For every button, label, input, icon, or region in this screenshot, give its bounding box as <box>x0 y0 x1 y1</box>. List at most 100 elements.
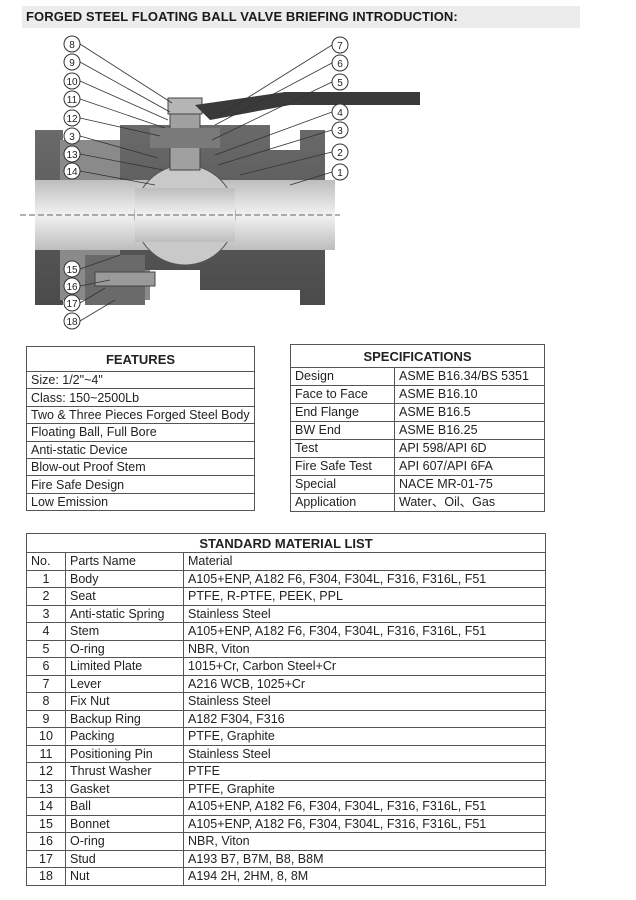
part-name: Seat <box>65 587 184 606</box>
callout-3l: 3 <box>69 132 75 143</box>
spec-value: NACE MR-01-75 <box>394 475 545 494</box>
part-number: 7 <box>26 674 66 693</box>
part-material: PTFE, R-PTFE, PEEK, PPL <box>183 587 546 606</box>
part-name: Fix Nut <box>65 692 184 711</box>
callout-17: 17 <box>66 299 78 310</box>
part-name: Anti-static Spring <box>65 604 184 623</box>
part-material: 1015+Cr, Carbon Steel+Cr <box>183 657 546 676</box>
part-material: PTFE, Graphite <box>183 779 546 798</box>
part-material: A194 2H, 2HM, 8, 8M <box>183 867 546 886</box>
column-header-parts-name: Parts Name <box>65 552 184 571</box>
callout-4: 4 <box>337 108 343 119</box>
callout-18: 18 <box>66 317 78 328</box>
callout-1: 1 <box>337 168 343 179</box>
part-number: 13 <box>26 779 66 798</box>
spec-key: Fire Safe Test <box>290 457 395 476</box>
part-number: 1 <box>26 569 66 588</box>
part-number: 3 <box>26 604 66 623</box>
feature-item: Low Emission <box>26 492 255 512</box>
callouts-left <box>79 43 173 322</box>
part-number: 8 <box>26 692 66 711</box>
part-name: Backup Ring <box>65 709 184 728</box>
spec-value: API 607/API 6FA <box>394 457 545 476</box>
part-number: 9 <box>26 709 66 728</box>
material-header-row: No. Parts Name Material <box>26 552 546 571</box>
part-material: A193 B7, B7M, B8, B8M <box>183 849 546 868</box>
column-header-material: Material <box>183 552 546 571</box>
callout-10: 10 <box>66 77 78 88</box>
part-material: A105+ENP, A182 F6, F304, F304L, F316, F3… <box>183 569 546 588</box>
feature-item: Anti-static Device <box>26 440 255 459</box>
spec-key: Special <box>290 475 395 494</box>
feature-item: Class: 150~2500Lb <box>26 388 255 407</box>
part-name: Thrust Washer <box>65 762 184 781</box>
feature-item: Blow-out Proof Stem <box>26 457 255 477</box>
callout-7: 7 <box>337 41 343 52</box>
part-name: Limited Plate <box>65 657 184 676</box>
feature-item: Two & Three Pieces Forged Steel Body <box>26 405 255 425</box>
callout-16: 16 <box>66 282 78 293</box>
part-name: O-ring <box>65 639 184 658</box>
part-material: A105+ENP, A182 F6, F304, F304L, F316, F3… <box>183 814 546 833</box>
callout-12: 12 <box>66 114 78 125</box>
part-number: 16 <box>26 832 66 851</box>
part-number: 5 <box>26 639 66 658</box>
stud <box>94 271 156 287</box>
spec-key: Design <box>290 367 395 386</box>
page-title: FORGED STEEL FLOATING BALL VALVE BRIEFIN… <box>26 9 458 24</box>
material-list-table: STANDARD MATERIAL LIST No. Parts Name Ma… <box>26 533 546 886</box>
lever <box>195 92 420 120</box>
part-name: Lever <box>65 674 184 693</box>
specifications-heading: SPECIFICATIONS <box>290 344 545 368</box>
spec-value: ASME B16.5 <box>394 403 545 422</box>
callout-15: 15 <box>66 265 78 276</box>
callout-9: 9 <box>69 58 75 69</box>
spec-key: End Flange <box>290 403 395 422</box>
part-material: Stainless Steel <box>183 692 546 711</box>
callouts-right <box>211 44 333 186</box>
part-name: Positioning Pin <box>65 744 184 763</box>
callout-2: 2 <box>337 148 343 159</box>
part-number: 17 <box>26 849 66 868</box>
callout-14: 14 <box>66 167 78 178</box>
part-material: A105+ENP, A182 F6, F304, F304L, F316, F3… <box>183 797 546 816</box>
title-bar: FORGED STEEL FLOATING BALL VALVE BRIEFIN… <box>22 6 580 28</box>
part-name: Ball <box>65 797 184 816</box>
callout-3r: 3 <box>337 126 343 137</box>
callout-6: 6 <box>337 59 343 70</box>
spec-value: ASME B16.34/BS 5351 <box>394 367 545 386</box>
callout-13: 13 <box>66 150 78 161</box>
valve-cross-section-diagram: 7 6 5 4 3 2 1 8 9 10 11 12 3 13 14 15 16… <box>20 35 420 330</box>
part-material: A216 WCB, 1025+Cr <box>183 674 546 693</box>
part-number: 4 <box>26 622 66 641</box>
callout-11: 11 <box>67 95 78 106</box>
part-name: Body <box>65 569 184 588</box>
feature-item: Fire Safe Design <box>26 475 255 494</box>
part-name: Stud <box>65 849 184 868</box>
callout-5: 5 <box>337 78 343 89</box>
bonnet <box>150 128 220 148</box>
part-number: 2 <box>26 587 66 606</box>
part-number: 18 <box>26 867 66 886</box>
part-name: Bonnet <box>65 814 184 833</box>
part-name: Stem <box>65 622 184 641</box>
part-name: Gasket <box>65 779 184 798</box>
part-material: Stainless Steel <box>183 744 546 763</box>
